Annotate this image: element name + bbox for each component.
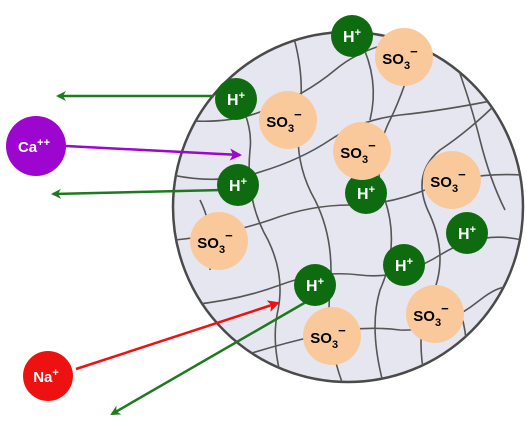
hydrogen-ion: H+	[446, 212, 488, 254]
svg-text:SO3−: SO3−	[310, 323, 346, 351]
svg-text:H+: H+	[229, 176, 247, 195]
hydrogen-ion: H+	[345, 172, 387, 214]
svg-text:SO3−: SO3−	[382, 44, 418, 72]
svg-text:SO3−: SO3−	[430, 167, 466, 195]
sulfonate-group: SO3−	[406, 285, 464, 343]
svg-text:Na+: Na+	[33, 367, 59, 386]
arrow-h-out-middle	[51, 188, 223, 199]
hydrogen-ion: H+	[217, 164, 259, 206]
sulfonate-group: SO3−	[190, 212, 248, 270]
svg-text:SO3−: SO3−	[266, 107, 302, 135]
svg-text:H+: H+	[306, 276, 324, 295]
sulfonate-group: SO3−	[423, 151, 481, 209]
sodium-ion: Na+	[23, 351, 73, 401]
hydrogen-ion: H+	[383, 244, 425, 286]
svg-text:H+: H+	[227, 90, 245, 109]
arrow-ca-in	[65, 144, 242, 161]
arrow-na-in	[75, 300, 280, 371]
sulfonate-group: SO3−	[303, 307, 361, 365]
svg-text:Ca++: Ca++	[18, 137, 50, 156]
svg-text:SO3−: SO3−	[197, 228, 233, 256]
sulfonate-group: SO3−	[259, 91, 317, 149]
svg-text:H+: H+	[458, 224, 476, 243]
arrow-h-out-bottom	[110, 300, 307, 416]
svg-text:H+: H+	[343, 27, 361, 46]
svg-text:SO3−: SO3−	[413, 301, 449, 329]
sulfonate-group: SO3−	[375, 28, 433, 86]
svg-text:H+: H+	[395, 256, 413, 275]
svg-text:SO3−: SO3−	[340, 138, 376, 166]
hydrogen-ion: H+	[294, 264, 336, 306]
svg-text:H+: H+	[357, 184, 375, 203]
hydrogen-ion: H+	[331, 15, 373, 57]
sulfonate-group: SO3−	[333, 122, 391, 180]
hydrogen-ion: H+	[215, 78, 257, 120]
calcium-ion: Ca++	[6, 116, 66, 176]
